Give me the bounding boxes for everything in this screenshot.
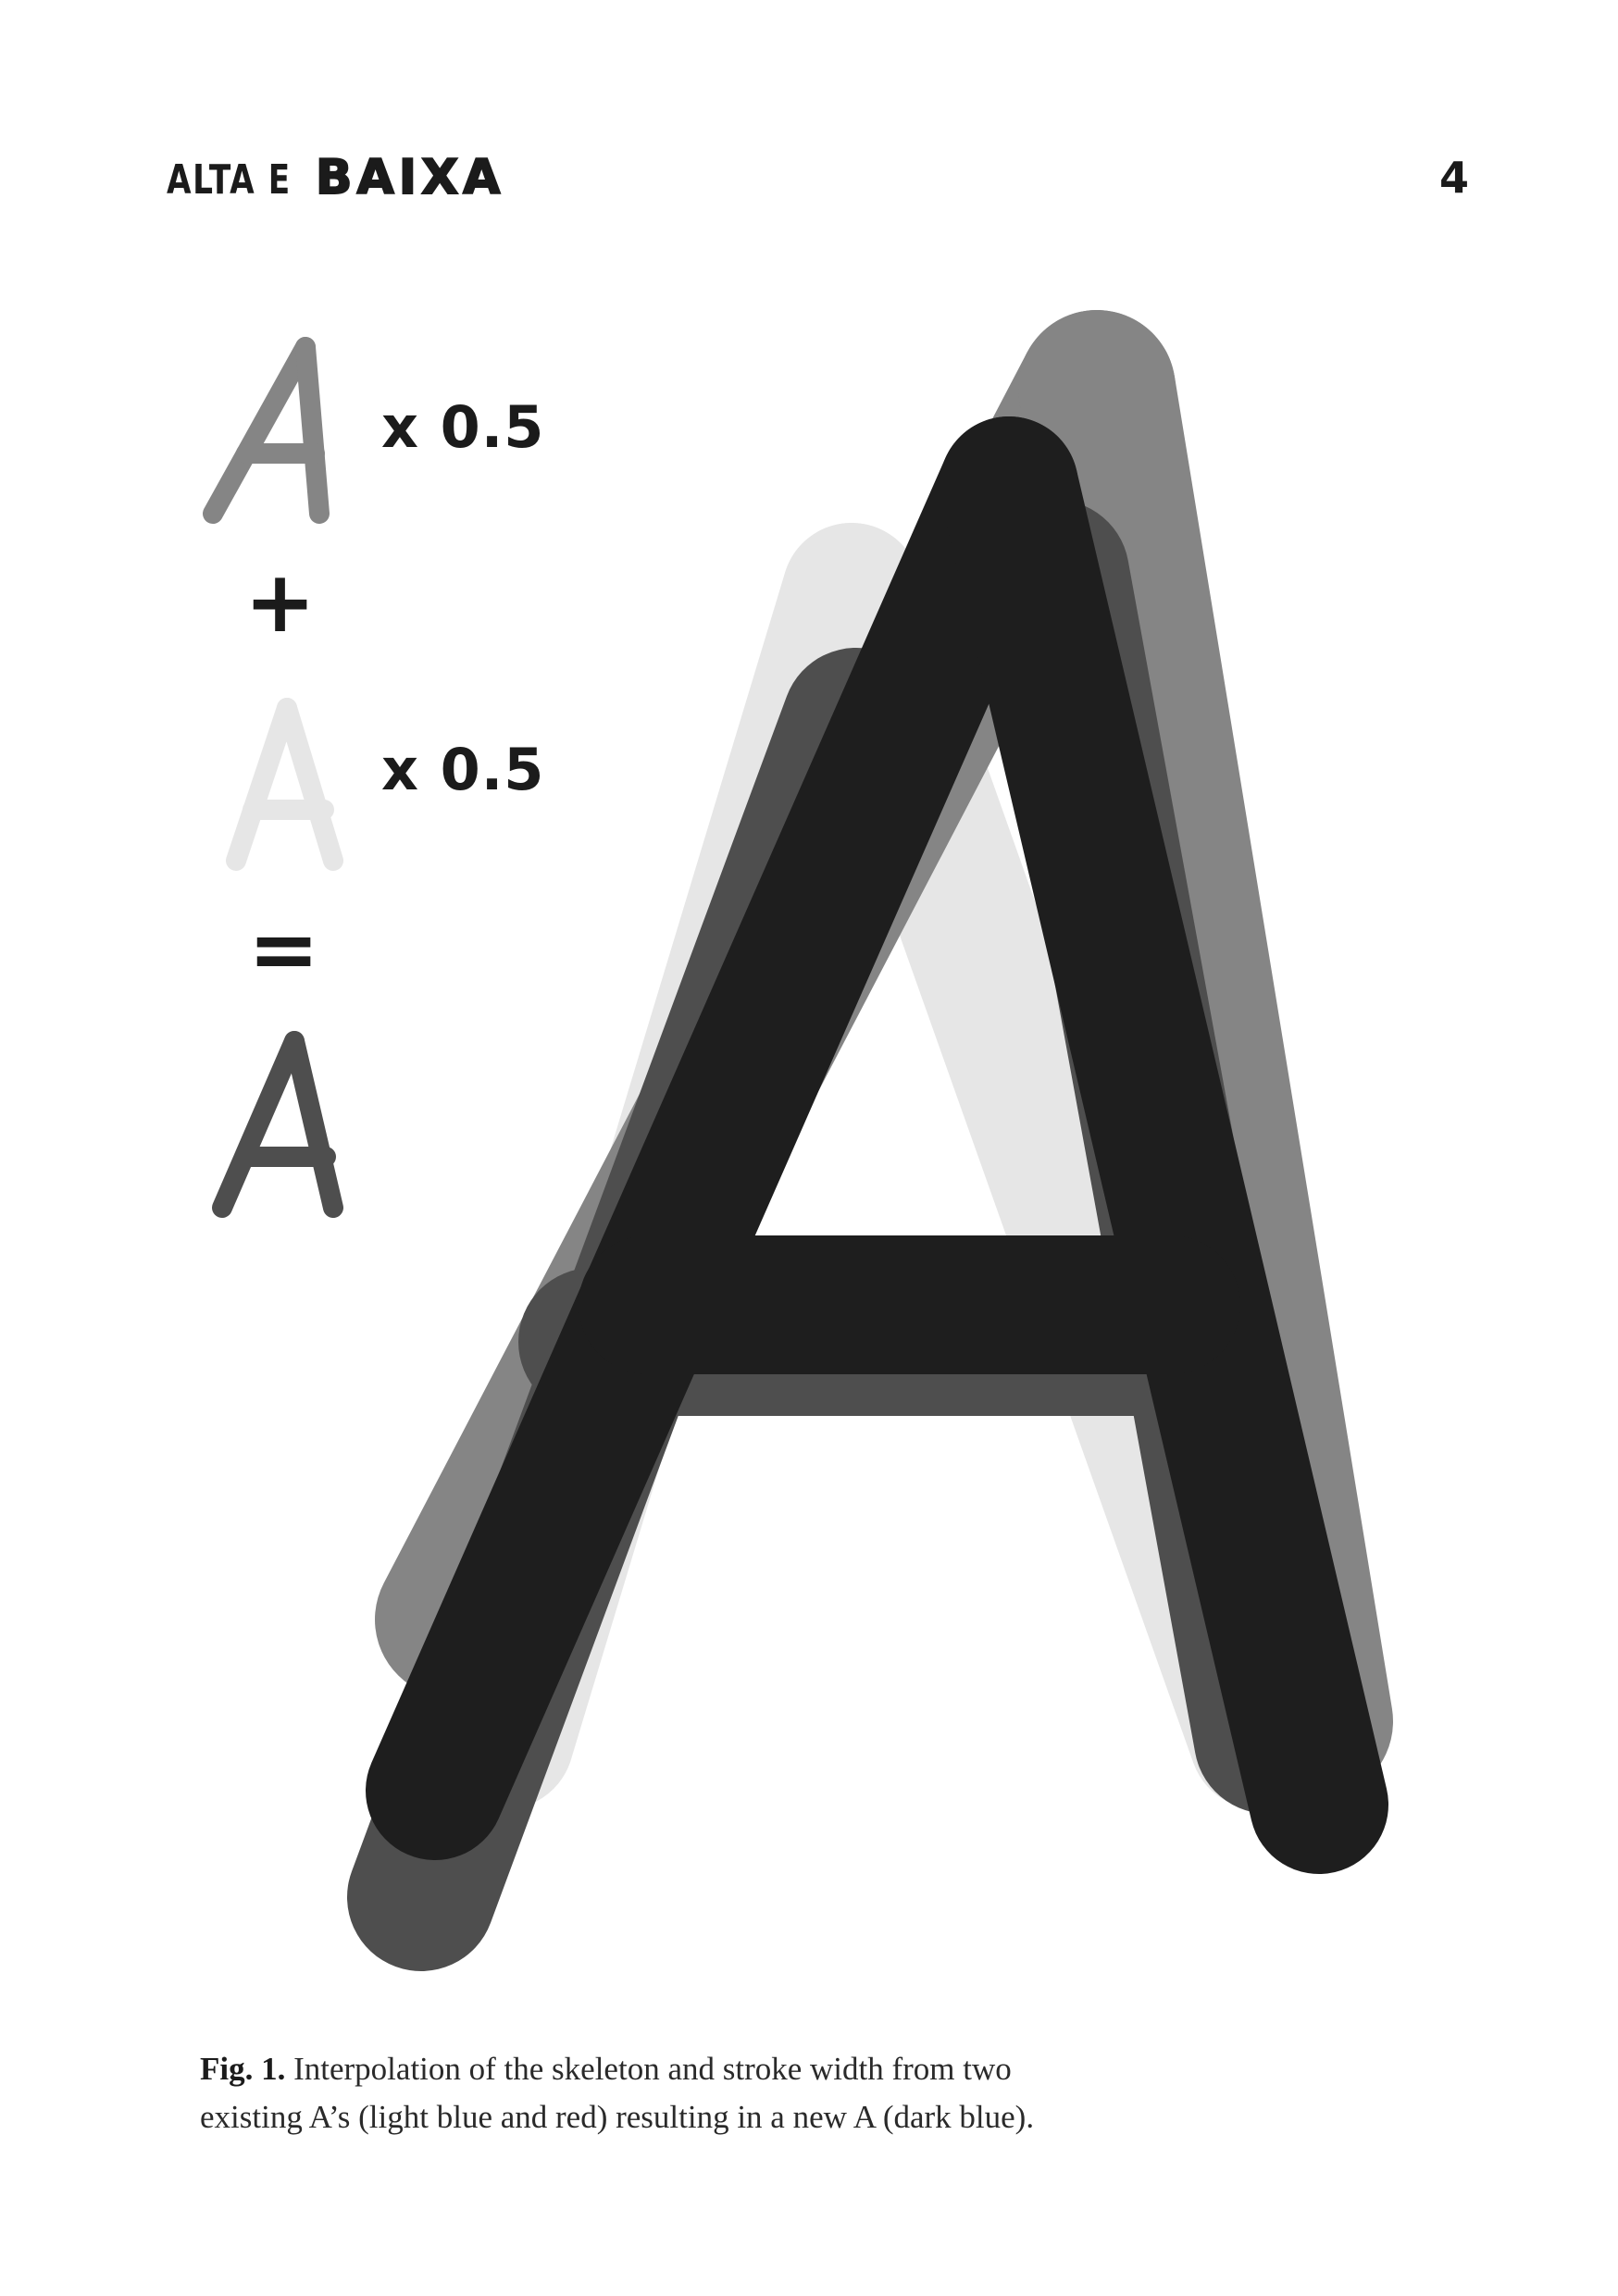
small-a-result xyxy=(212,1031,343,1218)
big-a-foreground xyxy=(366,416,1388,1874)
caption-label: Fig. 1. xyxy=(200,2051,286,2087)
running-header: ALTA E BAIXA xyxy=(167,149,505,206)
small-a-source-1 xyxy=(203,337,330,524)
multiplier-1: x 0.5 xyxy=(381,393,545,461)
plus-sign: + xyxy=(244,552,317,652)
header-title-bold: BAIXA xyxy=(315,149,505,206)
equals-sign: = xyxy=(248,900,320,999)
caption-text-1: Interpolation of the skeleton and stroke… xyxy=(293,2051,1012,2087)
small-a-source-2 xyxy=(226,698,343,871)
caption-line-1: Fig. 1. Interpolation of the skeleton an… xyxy=(200,2045,1126,2093)
header-title-light: ALTA E xyxy=(167,156,292,204)
figure-caption: Fig. 1. Interpolation of the skeleton an… xyxy=(200,2045,1126,2141)
page-number: 4 xyxy=(1439,153,1470,203)
caption-text-2: existing A’s (light blue and red) result… xyxy=(200,2099,1035,2135)
multiplier-2: x 0.5 xyxy=(381,736,545,803)
